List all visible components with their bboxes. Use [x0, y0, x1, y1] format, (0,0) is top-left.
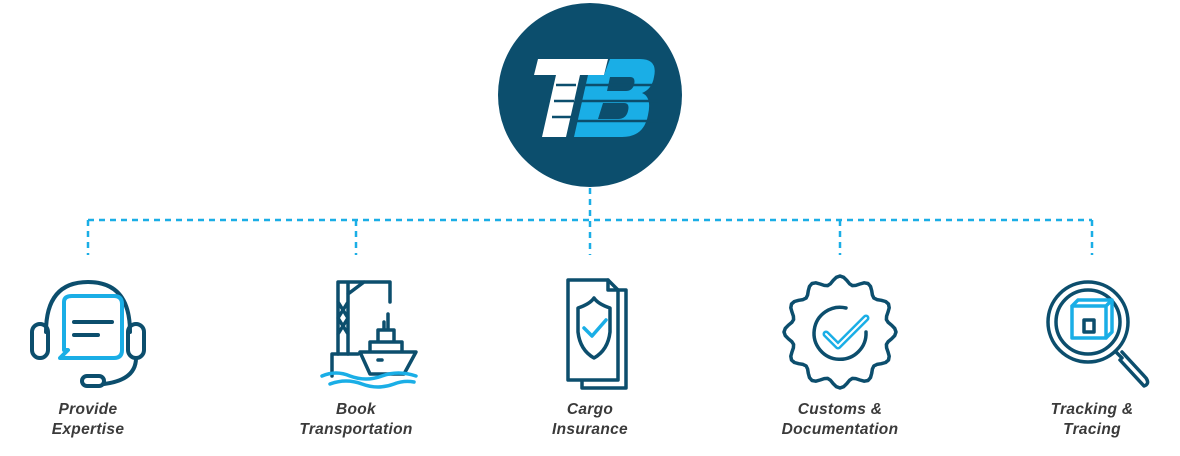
tb-logo [498, 3, 682, 187]
badge-check-icon [782, 274, 898, 390]
service-customs-documentation: Customs & Documentation [740, 272, 940, 440]
headset-chat-icon [30, 280, 146, 388]
label-line2: Tracing [1063, 421, 1121, 438]
label-line1: Provide [58, 401, 118, 418]
label-line2: Transportation [299, 421, 413, 438]
label-line2: Documentation [781, 421, 899, 438]
ship-crane-icon [320, 280, 418, 389]
label-line2: Expertise [51, 421, 125, 438]
magnifier-box-icon [1046, 280, 1150, 388]
service-tracking-tracing: Tracking & Tracing [992, 272, 1180, 440]
document-shield-icon [566, 278, 628, 390]
label-line1: Tracking & [1050, 401, 1134, 418]
label-line1: Customs & [797, 401, 883, 418]
label-line1: Cargo [566, 401, 614, 418]
label-line1: Book [336, 401, 376, 418]
label-line2: Insurance [552, 421, 628, 438]
